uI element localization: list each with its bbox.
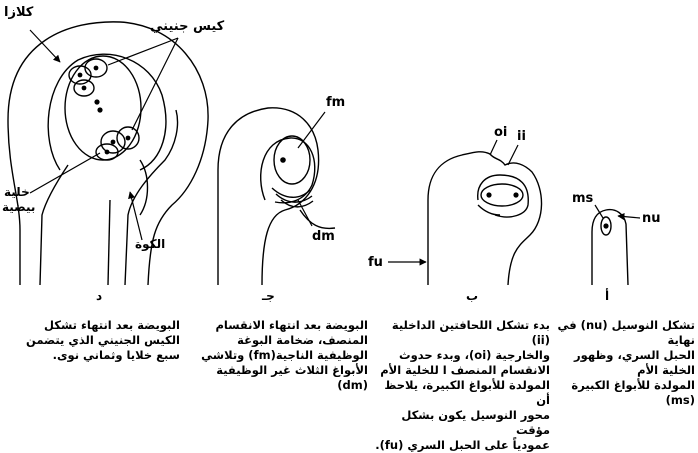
ovule-stage-a (591, 208, 629, 286)
degenerating-megaspore-3 (280, 199, 314, 208)
label-fm: fm (326, 95, 345, 110)
label-egg-cell-line1: خلية (4, 185, 30, 199)
integument-c (299, 209, 336, 230)
integument-tip-right (139, 159, 149, 216)
antipodal-cell-3 (73, 79, 95, 97)
micropyle-pointer (128, 191, 143, 241)
label-kalaza: كلازا (4, 5, 34, 20)
ovule-body-b (427, 151, 543, 286)
funiculus-line (107, 199, 111, 286)
antipodal-cell-2 (84, 58, 108, 78)
mmc-nucleus-b2 (513, 192, 519, 198)
ms-nucleus (603, 223, 609, 229)
caption-stage-b: بدء تشكل اللحافتين الداخلية (ii) والخارج… (375, 318, 550, 452)
label-egg-cell-line2: بيضية (2, 200, 35, 214)
label-micropyle: الكوة (135, 237, 165, 252)
oi-pointer (489, 139, 498, 156)
integument-fold-b (477, 204, 501, 216)
synergid-1 (100, 130, 126, 154)
kalaza-pointer (29, 29, 61, 63)
ovule-stage-b (427, 151, 543, 286)
ovule-development-figure: كلازا كيس جنيني خلية بيضية الكوة د fm dm… (2, 5, 695, 452)
nu-pointer (617, 213, 641, 221)
ii-pointer (507, 144, 519, 166)
fm-nucleus (280, 157, 286, 163)
ovule-body-c (217, 107, 320, 286)
label-ii: ii (517, 129, 526, 144)
ms-pointer (594, 204, 604, 219)
megaspore-mother-cell-b (480, 183, 524, 207)
dm-pointer (297, 199, 313, 227)
inner-integument (39, 164, 69, 286)
ovule-stage-d (7, 21, 209, 286)
megaspore-mother-cell-a (600, 216, 612, 236)
diagram-canvas: كلازا كيس جنيني خلية بيضية الكوة د fm dm… (2, 5, 661, 303)
egg-cell-pointer (29, 152, 101, 194)
antipodal-cell-1 (68, 65, 92, 85)
label-ms: ms (572, 191, 594, 206)
label-nu: nu (642, 211, 661, 226)
label-embryo-sac: كيس جنيني (150, 19, 225, 34)
caption-stage-c: البويضة بعد انتهاء الانقسام المنصف، ضخام… (201, 318, 368, 392)
fm-pointer (297, 111, 326, 149)
stage-label-c: جـ (261, 289, 275, 303)
functional-megaspore (273, 135, 311, 185)
inner-integument-right (124, 109, 179, 286)
label-oi: oi (494, 125, 507, 140)
egg-cell (95, 143, 119, 161)
nucellus-b (477, 174, 529, 218)
outer-integument (7, 21, 209, 286)
degenerating-megaspore-1 (271, 187, 311, 198)
stage-label-a: أ (605, 288, 609, 303)
stage-label-d: د (96, 289, 102, 303)
stage-d-nuclei (77, 65, 131, 155)
mmc-nucleus-b (486, 192, 492, 198)
label-fu: fu (368, 255, 383, 270)
nucellus-c (259, 137, 316, 204)
nucellus-outline (47, 53, 167, 171)
label-dm: dm (312, 229, 335, 244)
embryo-sac-pointer-2 (131, 37, 179, 131)
ovule-stage-c (217, 107, 336, 286)
degenerating-megaspore-2 (275, 193, 313, 203)
caption-stage-d: البويضة بعد انتهاء تشكل الكيس الجنيني ال… (25, 318, 180, 362)
embryo-sac-pointer-1 (107, 37, 179, 66)
caption-stage-a: تشكل النوسيل (nu) في نهاية الحبل السري، … (557, 318, 695, 407)
stage-label-b: ب (466, 289, 478, 303)
synergid-2 (116, 126, 140, 150)
